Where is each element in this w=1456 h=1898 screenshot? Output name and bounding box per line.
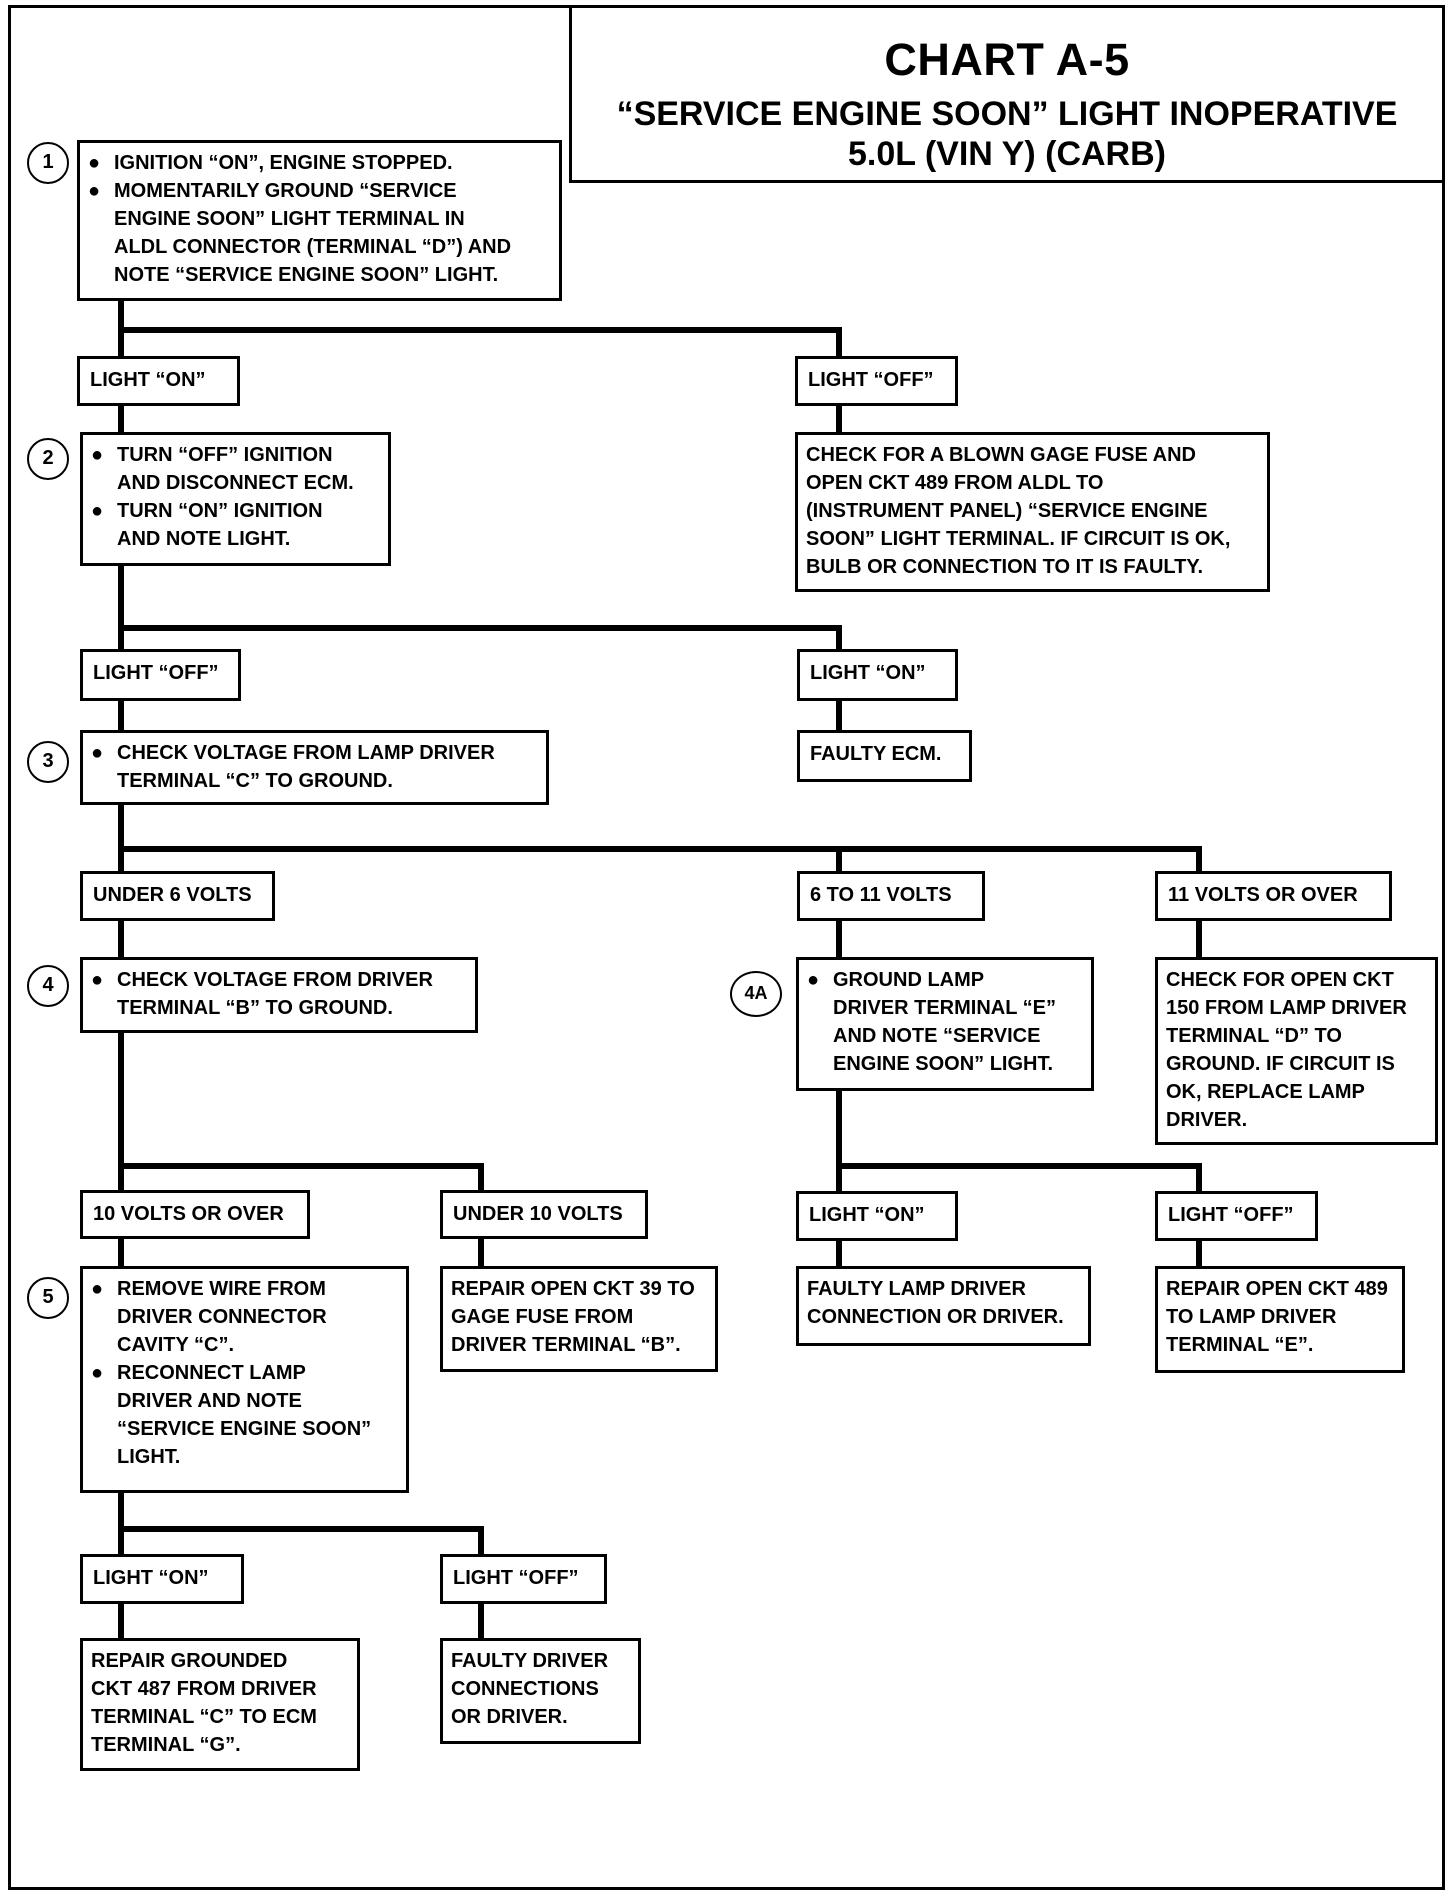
label-step1-light-on: LIGHT “ON” <box>77 356 240 406</box>
label-6-to-11-volts: 6 TO 11 VOLTS <box>797 871 985 921</box>
label-step2-light-off: LIGHT “OFF” <box>80 649 241 701</box>
result-repair-grounded-ckt-487: REPAIR GROUNDED CKT 487 FROM DRIVER TERM… <box>80 1638 360 1771</box>
bullet-icon: ● <box>88 180 101 202</box>
bullet-icon: ● <box>88 152 101 174</box>
step-4-item-1: CHECK VOLTAGE FROM DRIVER TERMINAL “B” T… <box>117 969 433 1019</box>
step-1-item-2: MOMENTARILY GROUND “SERVICE ENGINE SOON”… <box>114 180 512 286</box>
step-5-box: ● REMOVE WIRE FROM DRIVER CONNECTOR CAVIT… <box>80 1266 409 1493</box>
label-step4a-light-off: LIGHT “OFF” <box>1155 1191 1318 1241</box>
label-step5-light-on: LIGHT “ON” <box>80 1554 244 1604</box>
label-under-10-volts: UNDER 10 VOLTS <box>440 1190 648 1239</box>
step-5-item-1: REMOVE WIRE FROM DRIVER CONNECTOR CAVITY… <box>117 1278 327 1356</box>
step-number-5: 5 <box>27 1277 69 1319</box>
bullet-icon: ● <box>91 1362 104 1384</box>
label-step5-light-off: LIGHT “OFF” <box>440 1554 607 1604</box>
step-1-box: ● IGNITION “ON”, ENGINE STOPPED. ● MOMENTA… <box>77 140 562 301</box>
chart-title: CHART A-5 <box>884 34 1130 85</box>
label-step1-light-off: LIGHT “OFF” <box>795 356 958 406</box>
title-block: CHART A-5 “SERVICE ENGINE SOON” LIGHT IN… <box>569 5 1445 183</box>
result-faulty-ecm: FAULTY ECM. <box>797 730 972 782</box>
step-4a-item-1: GROUND LAMP DRIVER TERMINAL “E” AND NOTE… <box>833 969 1056 1075</box>
step-number-3: 3 <box>27 741 69 783</box>
step-3-item-1: CHECK VOLTAGE FROM LAMP DRIVER TERMINAL … <box>117 742 495 792</box>
step-number-2: 2 <box>27 438 69 480</box>
result-faulty-lamp-driver: FAULTY LAMP DRIVER CONNECTION OR DRIVER. <box>796 1266 1091 1346</box>
result-blown-gage-fuse: CHECK FOR A BLOWN GAGE FUSE AND OPEN CKT… <box>795 432 1270 592</box>
step-4a-box: ● GROUND LAMP DRIVER TERMINAL “E” AND NOT… <box>796 957 1094 1091</box>
bullet-icon: ● <box>807 969 820 991</box>
step-2-item-1: TURN “OFF” IGNITION AND DISCONNECT ECM. <box>117 444 354 494</box>
step-2-box: ● TURN “OFF” IGNITION AND DISCONNECT ECM.… <box>80 432 391 566</box>
bullet-icon: ● <box>91 969 104 991</box>
step-4-box: ● CHECK VOLTAGE FROM DRIVER TERMINAL “B” … <box>80 957 478 1033</box>
step-number-4a: 4A <box>730 971 782 1017</box>
step-number-1: 1 <box>27 142 69 184</box>
step-5-item-2: RECONNECT LAMP DRIVER AND NOTE “SERVICE … <box>117 1362 372 1468</box>
step-1-item-1: IGNITION “ON”, ENGINE STOPPED. <box>114 152 453 174</box>
label-under-6-volts: UNDER 6 VOLTS <box>80 871 275 921</box>
result-repair-open-ckt-489: REPAIR OPEN CKT 489 TO LAMP DRIVER TERMI… <box>1155 1266 1405 1373</box>
label-11-volts-or-over: 11 VOLTS OR OVER <box>1155 871 1392 921</box>
label-step4a-light-on: LIGHT “ON” <box>796 1191 958 1241</box>
step-3-box: ● CHECK VOLTAGE FROM LAMP DRIVER TERMINAL… <box>80 730 549 805</box>
bullet-icon: ● <box>91 1278 104 1300</box>
step-number-4: 4 <box>27 965 69 1007</box>
bullet-icon: ● <box>91 444 104 466</box>
bullet-icon: ● <box>91 500 104 522</box>
result-open-ckt-150: CHECK FOR OPEN CKT 150 FROM LAMP DRIVER … <box>1155 957 1438 1145</box>
step-2-item-2: TURN “ON” IGNITION AND NOTE LIGHT. <box>117 500 323 550</box>
label-10-volts-or-over: 10 VOLTS OR OVER <box>80 1190 310 1239</box>
result-faulty-driver-connections: FAULTY DRIVER CONNECTIONS OR DRIVER. <box>440 1638 641 1744</box>
bullet-icon: ● <box>91 742 104 764</box>
engine-spec: 5.0L (VIN Y) (CARB) <box>847 135 1166 173</box>
label-step2-light-on: LIGHT “ON” <box>797 649 958 701</box>
result-repair-open-ckt-39: REPAIR OPEN CKT 39 TO GAGE FUSE FROM DRI… <box>440 1266 718 1372</box>
chart-subtitle: “SERVICE ENGINE SOON” LIGHT INOPERATIVE <box>616 95 1398 133</box>
